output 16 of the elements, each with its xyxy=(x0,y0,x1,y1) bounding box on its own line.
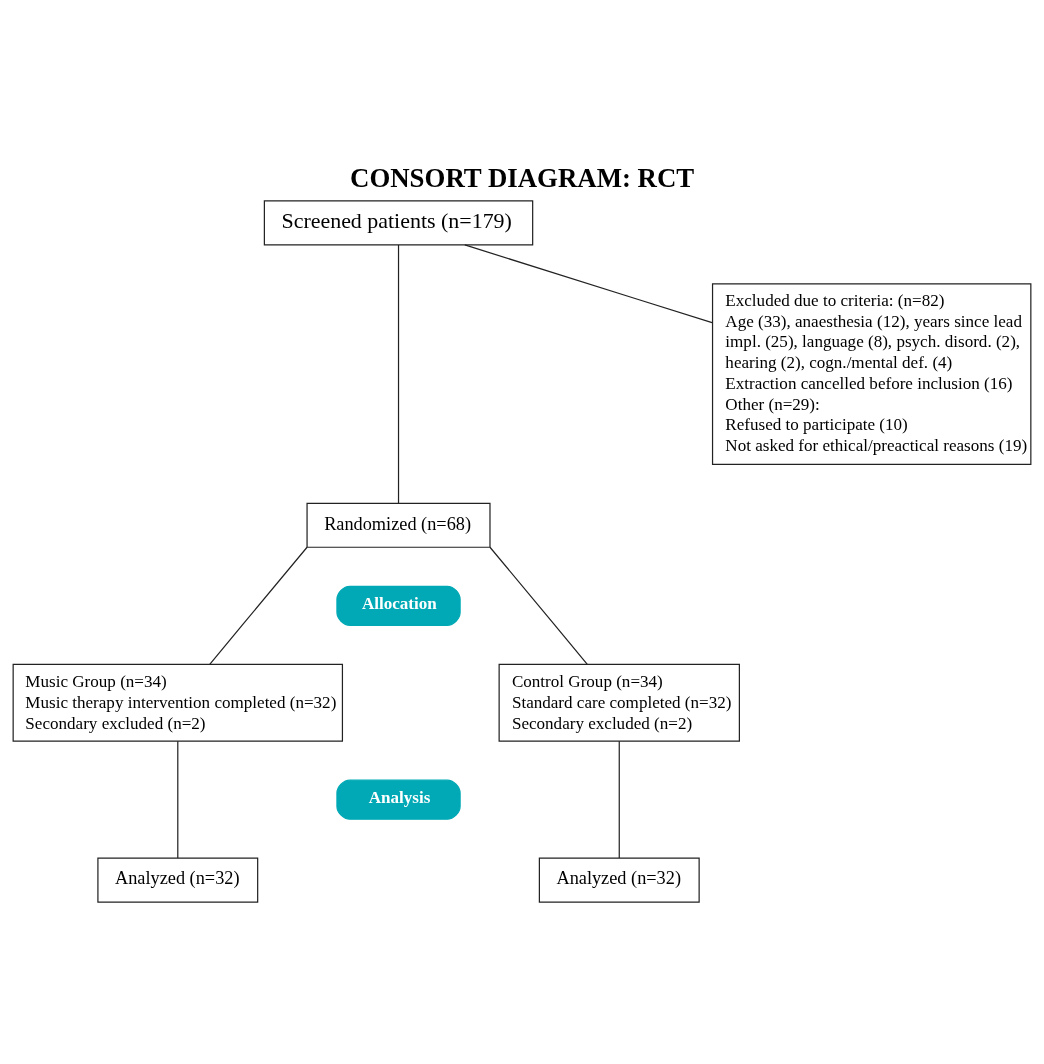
node-box: Control Group (n=34) Standard care completed (n=32) Secondary excluded (n=2) xyxy=(498,663,740,742)
node-box: Music Group (n=34) Music therapy intervention completed (n=32) Secondary excluded (n=2) xyxy=(12,663,344,742)
node-box: Analyzed (n=32) xyxy=(538,857,700,903)
node-box: Allocation xyxy=(336,585,461,626)
connector xyxy=(397,244,400,504)
connector xyxy=(209,546,308,665)
diagram-title: CONSORT DIAGRAM: RCT xyxy=(350,163,695,193)
connector xyxy=(177,740,179,859)
node-box: Excluded due to criteria: (n=82) Age (33), anaesthesia (12), years since lead impl. (25), language (8), psych. disord. (2), hearing (2), cogn./mental def. (4) Extraction cancelled before inclusion (16) Other (n=29): Refused to participate (10) Not asked for ethical/preactical reasons (19) xyxy=(711,283,1032,465)
node-box: Analysis xyxy=(336,779,461,820)
connector xyxy=(618,740,620,859)
connector xyxy=(464,244,713,324)
connector xyxy=(489,546,588,665)
node-box: Screened patients (n=179) xyxy=(263,200,534,246)
node-box: Analyzed (n=32) xyxy=(97,857,259,903)
node-box: Randomized (n=68) xyxy=(306,502,491,548)
